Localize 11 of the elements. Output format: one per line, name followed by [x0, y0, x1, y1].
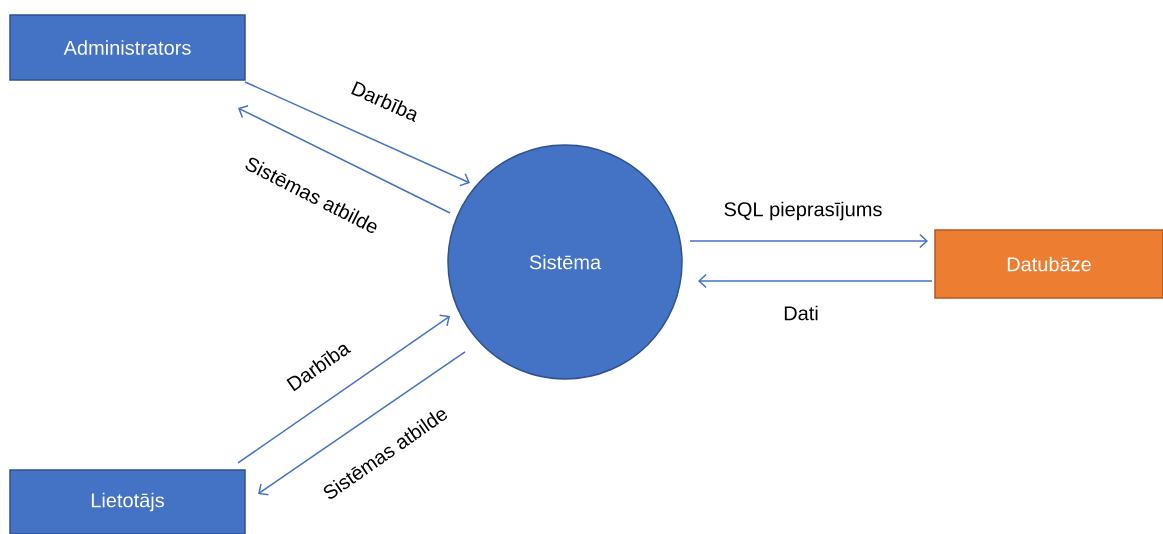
arrow [258, 351, 466, 496]
arrow [244, 81, 470, 187]
entity-box: Datubāze [934, 229, 1163, 299]
edge-label: SQL pieprasījums [724, 201, 882, 221]
entity-box: Lietotājs [9, 469, 246, 534]
arrow [238, 105, 451, 214]
arrow [237, 314, 450, 464]
edge-label: Dati [784, 305, 818, 321]
arrow [698, 273, 933, 289]
arrow [689, 233, 928, 249]
entity-box: Administrators [9, 14, 246, 81]
